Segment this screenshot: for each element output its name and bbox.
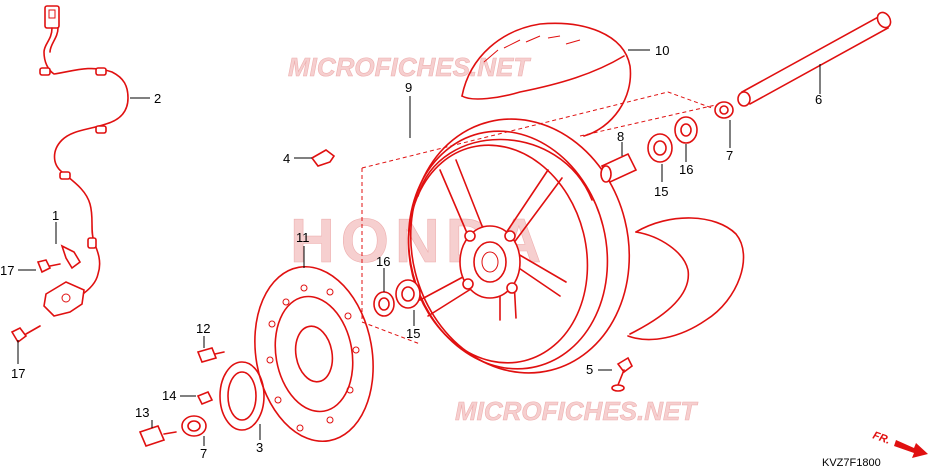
callout-16-upper: 16 xyxy=(679,162,693,177)
brake-disc xyxy=(254,265,374,443)
watermark-site-bottom: MICROFICHES.NET xyxy=(455,396,698,426)
bearing-15-lower xyxy=(395,279,421,309)
callout-10: 10 xyxy=(655,43,669,58)
callout-11: 11 xyxy=(296,230,310,245)
distance-collar xyxy=(600,152,638,184)
sensor-stay-clamp xyxy=(60,244,82,270)
side-collar-7-upper xyxy=(714,101,734,119)
tire xyxy=(461,22,745,341)
pulser-ring xyxy=(219,361,265,431)
wheel-speed-sensor xyxy=(43,281,85,317)
tire-valve xyxy=(611,356,634,392)
callout-15-lower: 15 xyxy=(406,326,420,341)
callout-labels: 10 2 9 6 8 7 15 16 4 1 17 17 11 16 15 12… xyxy=(0,43,822,461)
front-direction-indicator: FR. xyxy=(871,430,928,458)
bolt-14 xyxy=(196,390,214,406)
watermark-site-top: MICROFICHES.NET xyxy=(288,52,531,82)
callout-2: 2 xyxy=(154,91,161,106)
callout-1: 1 xyxy=(52,208,59,223)
bolt-17-upper xyxy=(36,259,61,274)
callout-15-upper: 15 xyxy=(654,184,668,199)
bolt-12 xyxy=(196,347,225,363)
oil-seal-16-upper xyxy=(674,116,698,144)
axle-nut xyxy=(138,425,177,447)
callout-14: 14 xyxy=(162,388,176,403)
callout-17-lower: 17 xyxy=(11,366,25,381)
cable-clip xyxy=(310,149,336,167)
oil-seal-16-lower xyxy=(373,291,395,317)
callout-17-upper: 17 xyxy=(0,263,14,278)
front-direction-arrow-icon xyxy=(894,440,928,458)
callout-7-upper: 7 xyxy=(726,148,733,163)
leader-lines xyxy=(17,49,821,446)
callout-12: 12 xyxy=(196,321,210,336)
callout-16-lower: 16 xyxy=(376,254,390,269)
front-direction-label: FR. xyxy=(871,430,892,447)
callout-9: 9 xyxy=(405,80,412,95)
callout-4: 4 xyxy=(283,151,290,166)
speed-sensor-cable xyxy=(39,5,129,297)
callout-7-lower: 7 xyxy=(200,446,207,461)
bolt-17-lower xyxy=(10,325,41,344)
front-wheel xyxy=(407,118,631,374)
side-collar-7-lower xyxy=(181,415,207,437)
callout-6: 6 xyxy=(815,92,822,107)
callout-13: 13 xyxy=(135,405,149,420)
diagram-code: KVZ7F1800 xyxy=(822,457,881,469)
exploded-guide-lines xyxy=(361,91,721,345)
callout-8: 8 xyxy=(617,129,624,144)
callout-3: 3 xyxy=(256,440,263,455)
callout-5: 5 xyxy=(586,362,593,377)
bearing-15-upper xyxy=(647,133,673,163)
front-axle xyxy=(737,11,892,107)
